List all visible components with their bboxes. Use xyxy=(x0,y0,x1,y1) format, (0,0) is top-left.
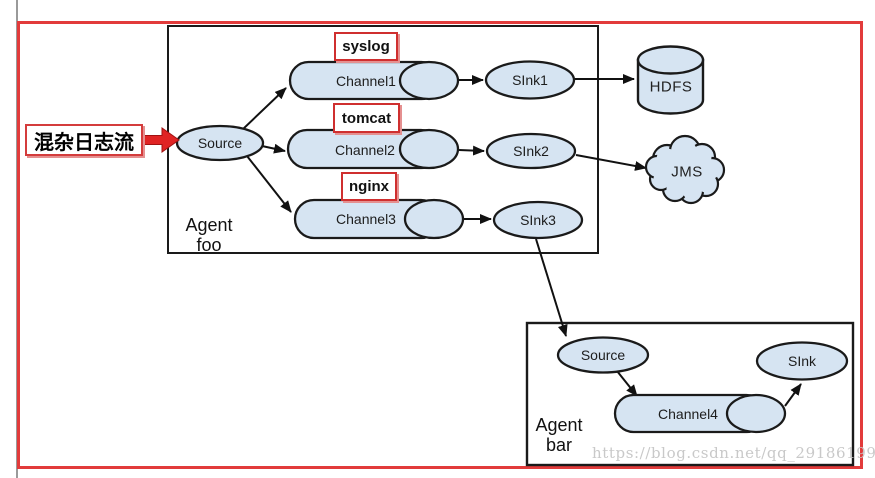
arrow-source-to-channel1 xyxy=(241,87,287,131)
outer-red-border xyxy=(17,21,863,469)
arrow-source-to-channel2 xyxy=(261,143,286,154)
channel1-label: Channel1 xyxy=(336,73,396,89)
foo-source-shape xyxy=(175,124,265,162)
red-input-arrow xyxy=(140,127,180,153)
channel1-shape xyxy=(288,60,460,101)
agent-bar-caption: Agent bar xyxy=(528,415,590,455)
tag-tomcat: tomcat xyxy=(333,103,400,133)
tag-syslog: syslog xyxy=(334,32,398,61)
tag-tomcat-label: tomcat xyxy=(341,109,392,127)
arrow-sink3-to-bar-source xyxy=(535,238,568,337)
arrow-source-to-channel3 xyxy=(246,155,292,213)
tag-nginx: nginx xyxy=(341,172,397,201)
channel4-shape xyxy=(613,393,787,434)
input-stream-label-box: 混杂日志流 xyxy=(25,124,143,156)
hdfs-cylinder xyxy=(636,45,705,115)
bar-source-shape xyxy=(556,336,650,374)
arrow-channel2-to-sink2 xyxy=(458,145,485,156)
agent-foo-caption-line2: foo xyxy=(196,235,222,255)
bar-sink-label: SInk xyxy=(787,353,817,369)
channel2-shape xyxy=(286,128,460,170)
agent-bar-caption-line1: Agent xyxy=(535,415,583,435)
input-stream-label: 混杂日志流 xyxy=(34,131,134,154)
watermark-text: https://blog.csdn.net/qq_29186199 xyxy=(592,444,875,462)
bar-sink-shape xyxy=(755,341,849,381)
jms-label: JMS xyxy=(671,163,703,181)
agent-foo-caption-line1: Agent xyxy=(185,215,233,235)
sink1-label: SInk1 xyxy=(512,72,548,88)
tag-nginx-label: nginx xyxy=(349,178,389,195)
sink3-label: SInk3 xyxy=(520,212,556,228)
bar-source-label: Source xyxy=(580,347,626,363)
agent-bar-box xyxy=(525,321,855,467)
agent-bar-caption-line2: bar xyxy=(545,435,572,455)
channel2-label: Channel2 xyxy=(335,142,395,158)
jms-cloud xyxy=(644,134,726,205)
channel4-label: Channel4 xyxy=(658,406,718,422)
tag-syslog-label: syslog xyxy=(342,38,390,55)
arrow-sink2-to-jms xyxy=(575,154,647,171)
channel3-label: Channel3 xyxy=(336,211,396,227)
arrow-bar-source-to-channel4 xyxy=(616,370,638,397)
sink1-shape xyxy=(484,60,576,100)
arrow-channel4-to-bar-sink xyxy=(784,383,802,407)
sink2-shape xyxy=(485,132,577,170)
foo-source-label: Source xyxy=(197,135,243,151)
sink3-shape xyxy=(492,200,584,240)
sink2-label: SInk2 xyxy=(513,143,549,159)
agent-foo-caption: Agent foo xyxy=(183,215,235,255)
hdfs-label: HDFS xyxy=(649,78,693,96)
